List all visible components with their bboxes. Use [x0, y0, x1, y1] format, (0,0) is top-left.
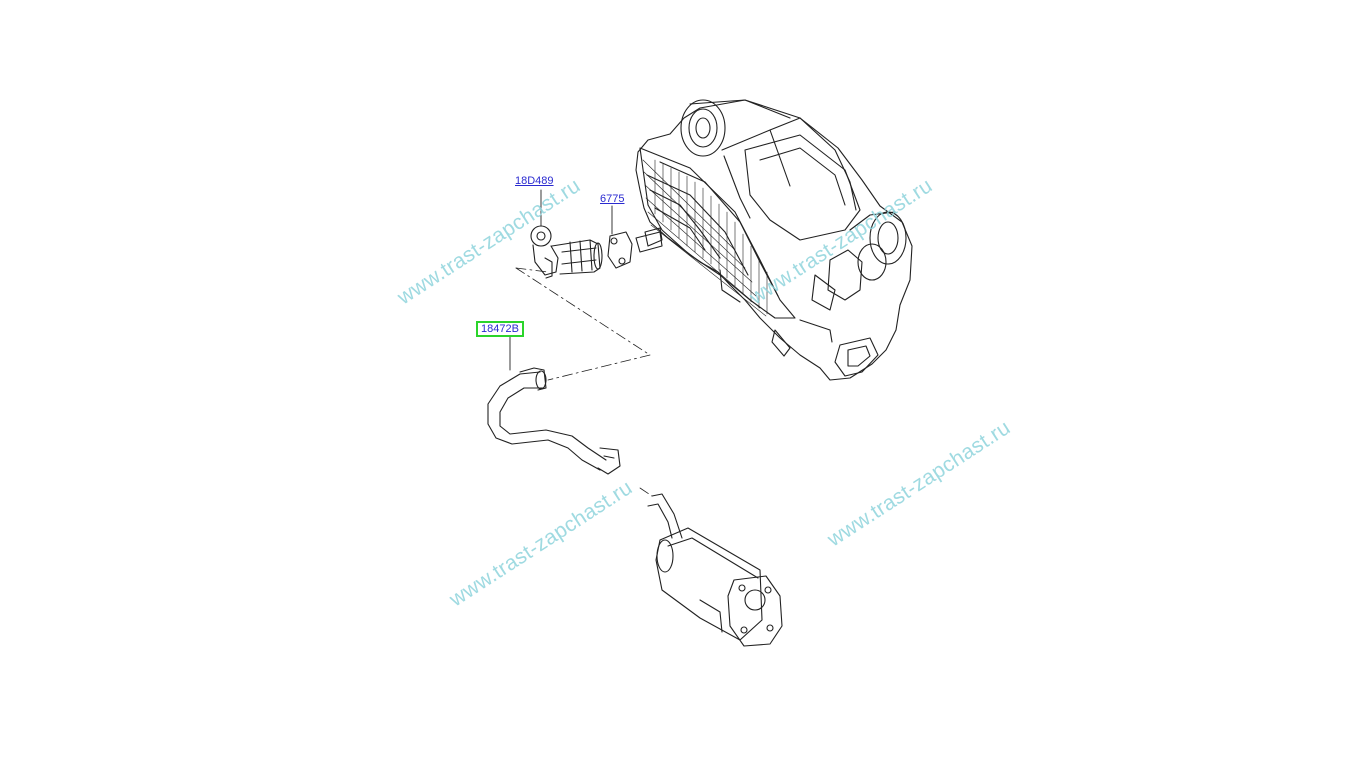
valve-assembly: [530, 225, 603, 279]
part-callout-6775[interactable]: 6775: [600, 193, 625, 205]
hose: [487, 367, 621, 475]
heater-housing: [635, 99, 913, 381]
part-callout-18d489[interactable]: 18D489: [515, 175, 554, 187]
gasket: [607, 231, 663, 269]
assembly-phantom-lines: [515, 267, 653, 497]
egr-cooler: [647, 493, 783, 647]
part-callout-18472b[interactable]: 18472B: [476, 321, 524, 337]
leader-lines: [509, 189, 613, 371]
